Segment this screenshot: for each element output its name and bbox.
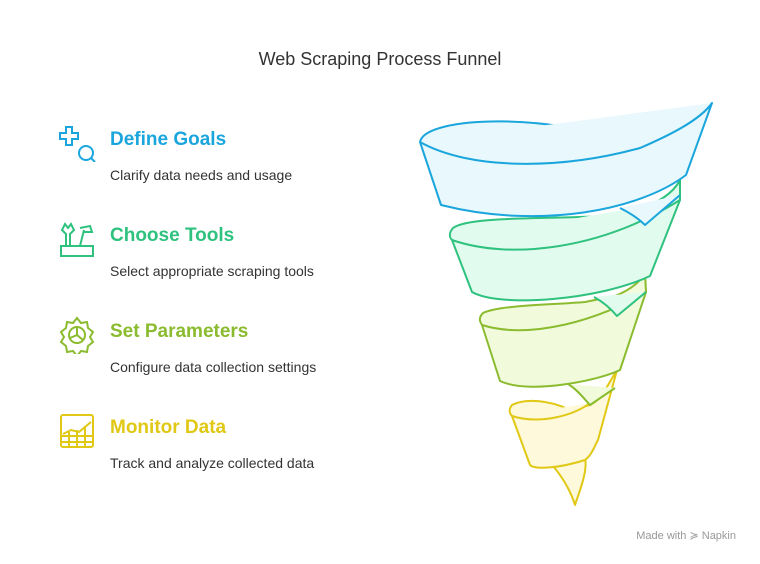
step-heading: Set Parameters bbox=[110, 321, 249, 342]
step-heading: Choose Tools bbox=[110, 225, 235, 246]
gear-chart-icon bbox=[59, 316, 95, 354]
napkin-logo-icon: ≽ bbox=[689, 530, 699, 542]
step-heading: Define Goals bbox=[110, 129, 227, 150]
napkin-watermark: Made with ≽ Napkin bbox=[636, 529, 736, 542]
step-description: Select appropriate scraping tools bbox=[110, 263, 314, 279]
step-description: Configure data collection settings bbox=[110, 359, 317, 375]
spreadsheet-chart-icon bbox=[60, 414, 94, 448]
diagram-title: Web Scraping Process Funnel bbox=[258, 49, 502, 69]
plus-search-icon bbox=[59, 126, 96, 162]
toolbox-icon bbox=[60, 222, 94, 257]
funnel-tip bbox=[552, 457, 587, 506]
brand-name: Napkin bbox=[701, 530, 736, 542]
step-description: Track and analyze collected data bbox=[110, 455, 315, 471]
step-description: Clarify data needs and usage bbox=[110, 167, 293, 183]
brand-prefix: Made with bbox=[636, 530, 687, 542]
step-heading: Monitor Data bbox=[110, 417, 227, 438]
funnel-band-define-goals bbox=[419, 102, 713, 226]
